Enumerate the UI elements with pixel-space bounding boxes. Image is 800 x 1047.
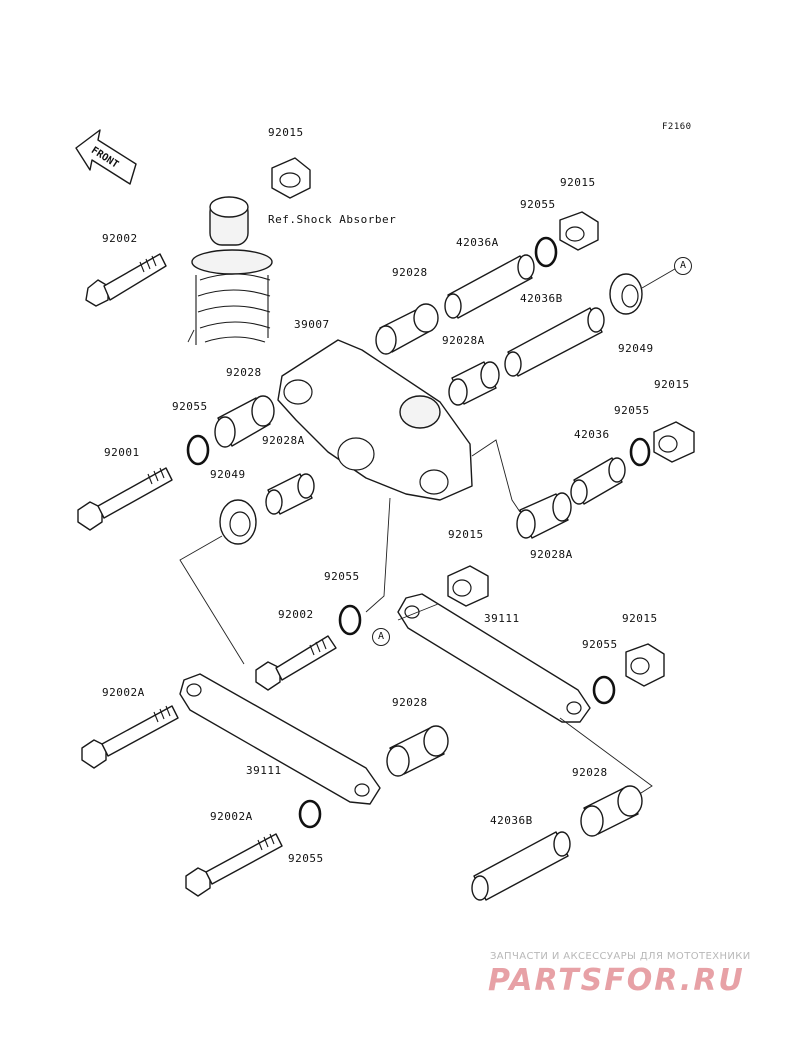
nut-92015-r1 [559, 211, 599, 251]
label-92002: 92002 [102, 232, 138, 245]
nut-92015-top [271, 157, 311, 199]
collar-42036B-bot [471, 831, 571, 901]
label-92015: 92015 [560, 176, 596, 189]
collar-92049-left [219, 499, 257, 545]
bolt-92002-mid [255, 635, 337, 691]
oring-92055-r3 [592, 675, 616, 705]
nut-92015-mid [447, 565, 489, 607]
label-39007: 39007 [294, 318, 330, 331]
label-92015: 92015 [268, 126, 304, 139]
bolt-92002-top [85, 253, 167, 307]
callout-a-1: A [674, 257, 692, 275]
label-92028: 92028 [392, 696, 428, 709]
label-92055: 92055 [520, 198, 556, 211]
label-42036B: 42036B [520, 292, 563, 305]
bolt-92002A-2 [185, 833, 283, 897]
label-92028A: 92028A [442, 334, 485, 347]
label-92001: 92001 [104, 446, 140, 459]
label-92055: 92055 [614, 404, 650, 417]
label-92028A: 92028A [262, 434, 305, 447]
oring-92055-r2 [629, 437, 651, 467]
label-92015: 92015 [448, 528, 484, 541]
tie-rod-39111-left [179, 673, 381, 805]
bushing-92028-left [214, 395, 275, 448]
label-92002: 92002 [278, 608, 314, 621]
nut-92015-r2 [653, 421, 695, 463]
label-39111: 39111 [484, 612, 520, 625]
label-92028: 92028 [392, 266, 428, 279]
watermark-logo: PARTSFOR.RU [488, 963, 745, 998]
bushing-92028A-mid [448, 361, 500, 406]
tie-rod-39111-right [397, 593, 591, 723]
collar-42036B-mid [504, 307, 605, 377]
label-92049: 92049 [210, 468, 246, 481]
label-92002A: 92002A [102, 686, 145, 699]
label-42036: 42036 [574, 428, 610, 441]
label-92015: 92015 [654, 378, 690, 391]
oring-92055-r1 [534, 236, 558, 268]
label-92002A: 92002A [210, 810, 253, 823]
watermark-tagline: ЗАПЧАСТИ И АКСЕССУАРЫ ДЛЯ МОТОТЕХНИКИ [490, 951, 751, 962]
bushing-92028A-bot [516, 492, 572, 539]
shock-absorber-ref [187, 196, 273, 345]
label-42036A: 42036A [456, 236, 499, 249]
label-92055: 92055 [582, 638, 618, 651]
rocker-arm-39007 [277, 339, 473, 501]
label-92015: 92015 [622, 612, 658, 625]
label-92028: 92028 [572, 766, 608, 779]
collar-42036 [570, 457, 626, 505]
nut-92015-r3 [625, 643, 665, 687]
bushing-92028A-left [265, 473, 315, 515]
front-arrow-icon [75, 129, 137, 185]
label-92055: 92055 [172, 400, 208, 413]
collar-92049-right [609, 273, 643, 315]
label-92049: 92049 [618, 342, 654, 355]
diagram-code: F2160 [662, 122, 692, 132]
label-39111: 39111 [246, 764, 282, 777]
oring-92055-mid [338, 604, 362, 636]
bolt-92001 [77, 467, 173, 531]
oring-92055-bot [298, 799, 322, 829]
label-92028A: 92028A [530, 548, 573, 561]
ref-note: Ref.Shock Absorber [268, 213, 397, 226]
bushing-92028-mid [375, 303, 439, 355]
collar-42036A [444, 254, 535, 319]
bushing-92028-b [386, 725, 449, 777]
label-42036B: 42036B [490, 814, 533, 827]
bolt-92002A-1 [81, 705, 179, 769]
label-92055: 92055 [324, 570, 360, 583]
oring-92055-left [186, 434, 210, 466]
label-92028: 92028 [226, 366, 262, 379]
label-92055: 92055 [288, 852, 324, 865]
bushing-92028-br [580, 785, 643, 837]
callout-a-2: A [372, 628, 390, 646]
